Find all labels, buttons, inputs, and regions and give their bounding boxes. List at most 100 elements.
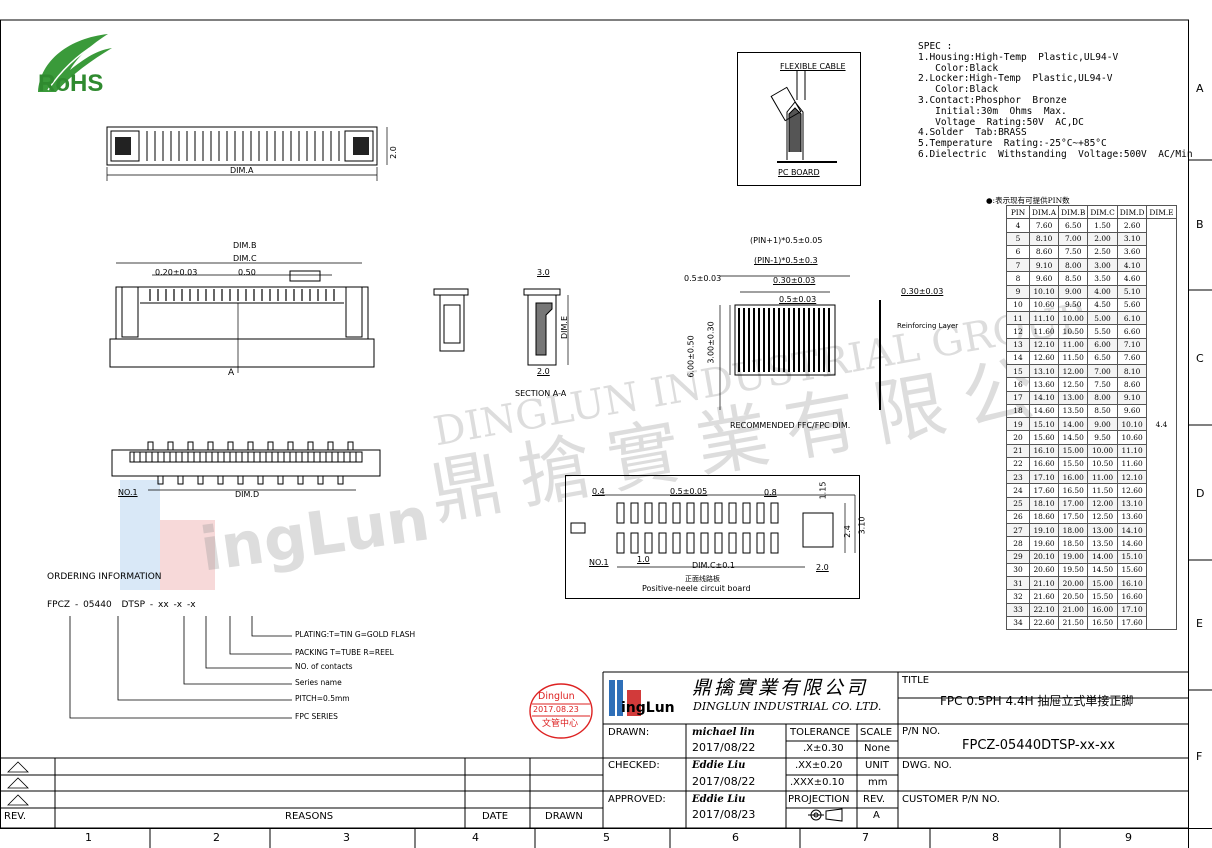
approved-label: APPROVED:: [608, 794, 666, 805]
fpc-reinforcing: Reinforcing Layer: [897, 322, 959, 330]
table-cell: 20: [1006, 430, 1030, 445]
zone-col-1: 1: [85, 831, 92, 844]
table-cell: 19.50: [1058, 562, 1089, 578]
bottom-view-drawing: [111, 441, 381, 491]
table-header: DIM.D: [1116, 204, 1148, 220]
table-cell: 11.00: [1058, 337, 1089, 352]
table-cell: 14.00: [1087, 549, 1118, 564]
table-cell: 10.60: [1116, 430, 1148, 445]
table-cell: 22.60: [1028, 615, 1060, 631]
table-cell: 12: [1006, 324, 1030, 339]
pn-value: FPCZ-05440DTSP-xx-xx: [962, 738, 1116, 753]
front-section-mark: A: [228, 368, 235, 378]
section-size: 3.0: [537, 268, 550, 277]
table-cell: 11.10: [1116, 443, 1148, 458]
table-cell: 16.00: [1087, 602, 1118, 617]
fpc-pitch: 0.5±0.03: [779, 295, 817, 304]
table-cell: 7.00: [1058, 231, 1089, 246]
table-cell: 10.50: [1087, 456, 1118, 472]
drawn-name: michael lin: [692, 727, 755, 738]
pcb-x1: 1.0: [637, 555, 650, 564]
front-spacing: 0.50: [238, 268, 256, 277]
table-cell: 9.50: [1087, 430, 1118, 445]
ordering-title: ORDERING INFORMATION: [47, 572, 162, 582]
table-cell: 11.60: [1116, 456, 1148, 472]
pin-table-note: ●:表示现有可提供PIN数: [986, 196, 1070, 205]
company-cn: 鼎擒實業有限公司: [692, 677, 869, 699]
table-cell: 33: [1006, 602, 1030, 617]
table-cell: 18: [1006, 403, 1030, 419]
zone-row-f: F: [1196, 750, 1203, 763]
scale-value: None: [864, 743, 891, 754]
table-cell: 4.00: [1087, 284, 1118, 299]
table-cell: 4: [1006, 218, 1030, 233]
table-cell: 2.50: [1087, 244, 1118, 260]
table-cell: 16.60: [1028, 456, 1060, 472]
table-cell: 9.00: [1058, 284, 1089, 299]
table-cell: 13.10: [1028, 363, 1060, 379]
spec-block: SPEC : 1.Housing:High-Temp Plastic,UL94-…: [918, 41, 1193, 161]
section-base: 2.0: [537, 367, 550, 376]
pcb-right-w: 2.0: [816, 563, 829, 572]
table-cell: 14.60: [1116, 536, 1148, 551]
table-cell: 15.60: [1116, 562, 1148, 578]
scale-label: SCALE: [860, 727, 893, 738]
rev-label: REV.: [863, 794, 885, 805]
cable-flexible-label: FLEXIBLE CABLE: [780, 62, 846, 71]
zone-col-9: 9: [1125, 831, 1132, 844]
table-header-row: PIN DIM.A DIM.B DIM.C DIM.D DIM.E: [1006, 204, 1177, 220]
table-cell: 25: [1006, 496, 1030, 511]
section-label: SECTION A-A: [515, 389, 567, 398]
table-cell: 15: [1006, 363, 1030, 379]
table-cell: 8.10: [1028, 231, 1060, 246]
table-cell: 18.50: [1058, 536, 1089, 551]
fpc-caption: RECOMMENDED FFC/FPC DIM.: [730, 421, 851, 430]
pcb-caption-cn: 正面线路板: [685, 575, 720, 583]
rev-value: A: [873, 810, 880, 821]
table-cell: 10.00: [1058, 310, 1089, 326]
rohs-logo: RoHS: [30, 30, 140, 104]
table-cell: 3.10: [1116, 231, 1148, 246]
pcb-pitch: 0.5±0.05: [670, 487, 708, 496]
table-cell: 15.60: [1028, 430, 1060, 445]
table-cell: 17.50: [1058, 509, 1089, 525]
table-cell: 6: [1006, 244, 1030, 260]
side-views-drawing: [433, 288, 569, 366]
table-cell: 13.00: [1087, 522, 1118, 538]
pcb-no1: NO.1: [589, 558, 609, 567]
table-cell: 7: [1006, 257, 1030, 273]
table-cell: 12.10: [1116, 469, 1148, 485]
rohs-text: RoHS: [38, 70, 104, 97]
approved-name: Eddie Liu: [692, 794, 746, 805]
company-en: DINGLUN INDUSTRIAL CO. LTD.: [693, 700, 882, 713]
table-cell: 16.00: [1058, 469, 1089, 485]
zone-col-7: 7: [862, 831, 869, 844]
table-header: DIM.B: [1058, 204, 1089, 220]
table-cell: 27: [1006, 522, 1030, 538]
table-cell: 10.00: [1087, 443, 1118, 458]
table-cell: 7.50: [1087, 377, 1118, 392]
table-cell: 14.00: [1058, 416, 1089, 432]
ordering-leaders: [69, 616, 292, 719]
tolerance-1: .X±0.30: [803, 743, 844, 754]
table-header: DIM.E: [1146, 204, 1177, 220]
drawn-col-header: DRAWN: [545, 811, 583, 822]
top-dim-a: DIM.A: [230, 166, 254, 175]
table-cell: 10.60: [1028, 297, 1060, 313]
ordering-legend: NO. of contacts: [295, 662, 353, 671]
table-cell: 17.60: [1116, 615, 1148, 631]
table-cell: 6.10: [1116, 310, 1148, 326]
table-cell: 15.00: [1058, 443, 1089, 458]
fpc-pin-minus: (PIN-1)*0.5±0.3: [754, 256, 818, 265]
table-cell: 11.50: [1087, 483, 1118, 498]
table-cell: 3.00: [1087, 257, 1118, 273]
zone-row-c: C: [1196, 352, 1204, 365]
